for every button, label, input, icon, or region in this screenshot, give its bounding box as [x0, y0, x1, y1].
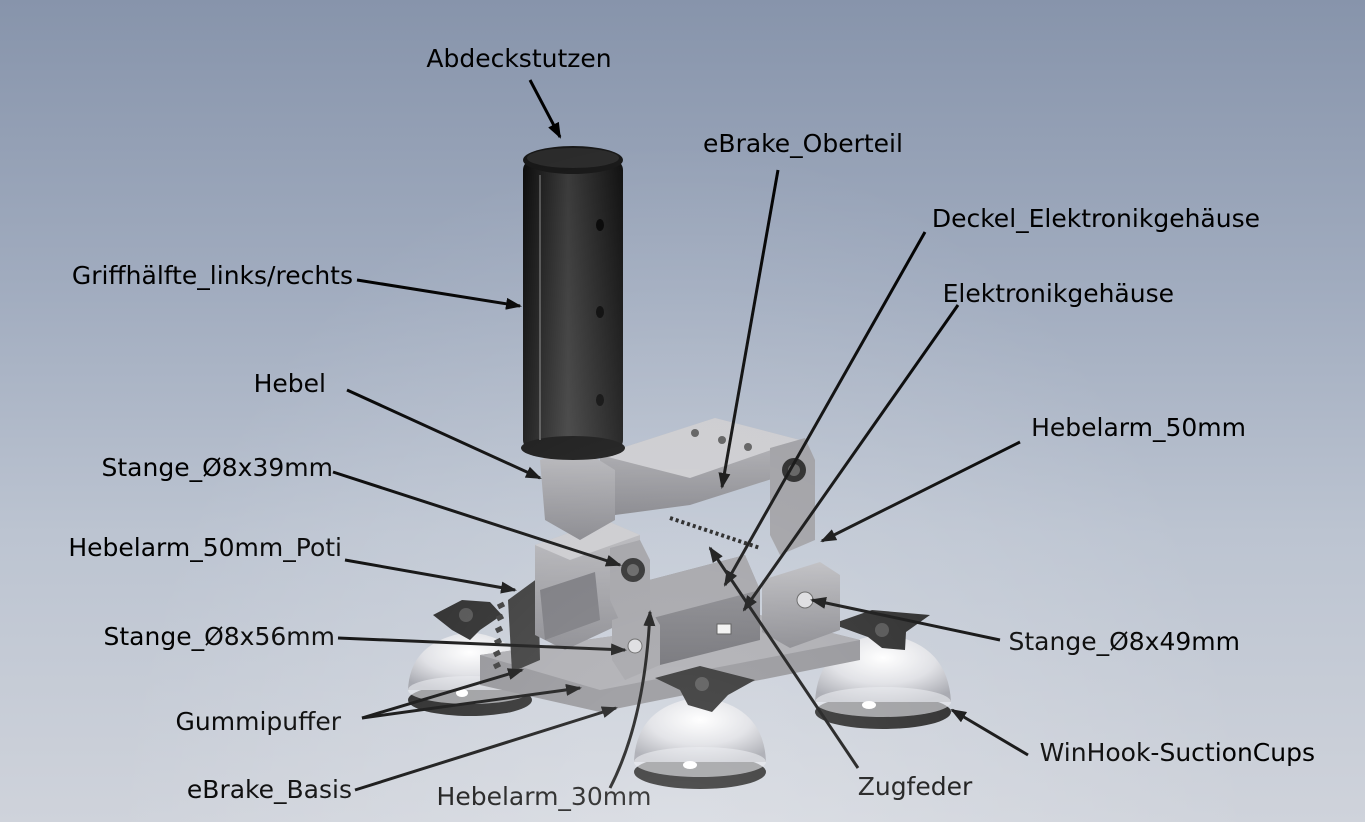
leader-griffhaelfte — [356, 278, 522, 310]
label-hebelarm-50mm-poti: Hebelarm_50mm_Poti — [68, 533, 342, 562]
label-hebelarm-50mm: Hebelarm_50mm — [1031, 413, 1246, 442]
leader-stange-56 — [337, 636, 627, 656]
leader-stange-39 — [332, 470, 622, 567]
label-zugfeder: Zugfeder — [858, 772, 973, 801]
leader-ebrake-oberteil — [718, 169, 780, 489]
label-stange-39: Stange_Ø8x39mm — [102, 453, 333, 482]
lever — [540, 445, 615, 540]
label-stange-49: Stange_Ø8x49mm — [1009, 627, 1240, 656]
suction-cup-front — [634, 697, 766, 789]
gear-rack — [508, 578, 540, 672]
hinge-left — [610, 540, 650, 622]
leader-hebelarm-50mm-poti — [344, 558, 517, 594]
leader-gummipuffer-1 — [361, 668, 524, 720]
label-ebrake-oberteil: eBrake_Oberteil — [703, 129, 903, 158]
label-griffhaelfte: Griffhälfte_links/rechts — [72, 261, 353, 290]
leader-zugfeder — [708, 546, 860, 769]
leader-abdeckstutzen — [528, 79, 562, 139]
leader-gummipuffer-2 — [361, 683, 582, 720]
label-abdeckstutzen: Abdeckstutzen — [426, 44, 611, 73]
label-deckel-elektronikgehaeuse: Deckel_Elektronikgehäuse — [932, 204, 1260, 233]
labels: Abdeckstutzen eBrake_Oberteil Deckel_Ele… — [68, 44, 1315, 811]
ebrake-model — [408, 146, 951, 789]
grip — [521, 146, 625, 460]
leader-hebelarm-50mm — [820, 440, 1021, 543]
label-elektronikgehaeuse: Elektronikgehäuse — [943, 279, 1174, 308]
leader-hebelarm-30mm — [608, 610, 656, 789]
leader-lines — [332, 79, 1029, 792]
label-hebelarm-30mm: Hebelarm_30mm — [437, 782, 652, 811]
label-hebel: Hebel — [254, 369, 326, 398]
label-winhook: WinHook-SuctionCups — [1040, 738, 1315, 767]
leader-elektronikgehaeuse — [742, 304, 960, 612]
leader-stange-49 — [810, 597, 1001, 642]
label-stange-56: Stange_Ø8x56mm — [104, 622, 335, 651]
leader-deckel-elektronikgehaeuse — [723, 231, 927, 587]
knob-left — [433, 600, 502, 640]
leader-ebrake-basis — [354, 706, 618, 792]
knob-front — [655, 666, 755, 712]
label-gummipuffer: Gummipuffer — [176, 707, 342, 736]
leader-winhook — [950, 708, 1029, 757]
tension-spring — [669, 516, 761, 550]
suction-cup-right — [815, 634, 951, 729]
label-ebrake-basis: eBrake_Basis — [187, 775, 352, 804]
leader-hebel — [346, 388, 542, 480]
